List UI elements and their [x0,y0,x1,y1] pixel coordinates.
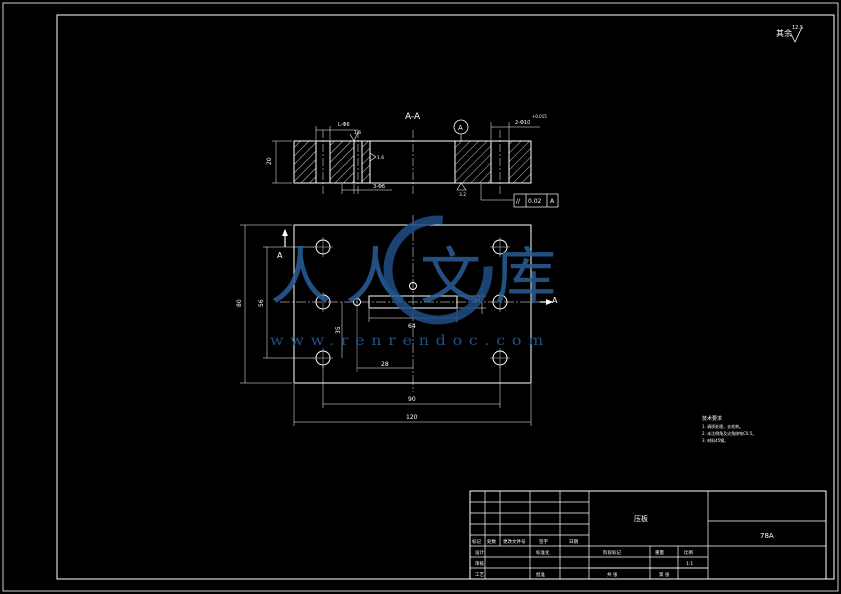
section-left-end [361,140,371,184]
hole [490,348,510,368]
approve-label: 批准 [536,571,545,578]
tolerance-symbol: // [516,198,521,205]
standard-label: 标准化 [536,549,550,556]
title-block [469,490,827,580]
sheet-count: 共 张 [607,571,618,578]
hole [315,292,331,312]
watermark-brand: 人人文库 [270,240,570,313]
inner-frame [56,14,835,580]
section-left-web [329,140,355,184]
stage-label: 阶段标记 [603,549,621,556]
header-change-no: 更改文件号 [503,538,526,545]
section-view: A-A A 20 L-Φ6 1.6 [266,112,559,208]
title-block-text: 压板 78A 标记 处数 更改文件号 签字 日期 设计 标准化 审核 工艺 批准… [472,514,774,578]
dim-outer-height: 80 [236,299,243,307]
scale-value: 1:1 [686,561,693,567]
notes-title: 技术要求 [702,415,722,422]
hole [492,292,508,312]
dim-hole-spacing: 90 [408,396,416,403]
dim-left-top: L-Φ6 [338,122,350,128]
watermark: 人人文库 www.renrendoc.com [270,215,570,349]
rough-bottom: 3.2 [459,192,466,198]
section-title: A-A [405,112,421,122]
note-3: 3. 材料45钢。 [702,437,728,443]
dim-hole-offset: 35 [335,326,342,334]
section-mark-left: A [277,251,283,260]
drawing-no: 78A [760,532,774,540]
dim-inner-height: 56 [258,299,265,307]
dim-slot-length: 64 [408,323,416,330]
process-label: 工艺 [475,572,484,578]
section-right-block [454,140,492,184]
hole [313,237,333,257]
corner-roughness: 其余 12.5 [776,25,803,43]
section-mark-right: A [552,296,558,305]
corner-roughness-value: 12.5 [792,25,803,31]
part-name: 压板 [634,514,648,523]
dim-thickness: 20 [266,157,273,165]
technical-notes: 技术要求 1. 调质处理，去毛刺。 2. 未注倒角及尖角修钝C0.5。 3. 材… [702,415,756,443]
datum-letter: A [458,124,463,132]
note-1: 1. 调质处理，去毛刺。 [702,423,743,429]
header-sign: 签字 [539,538,548,545]
watermark-url: www.renrendoc.com [270,333,550,349]
rough-left: 1.6 [354,130,361,136]
tolerance-frame: // 0.02 A [513,193,559,208]
slot [368,295,458,309]
weight-label: 重量 [655,549,664,556]
design-label: 设计 [475,549,484,556]
review-label: 审核 [475,560,484,567]
dim-right-top: 2-Φ10 [515,120,530,126]
sheet-no: 第 张 [659,571,670,578]
small-hole [353,296,361,372]
section-left-solid [293,140,317,184]
dim-right-top-tol: +0.015 [532,114,547,119]
roughness-symbol-icon [790,26,803,43]
hole [490,237,510,257]
header-count: 处数 [487,538,496,545]
hole [313,348,333,368]
note-2: 2. 未注倒角及尖角修钝C0.5。 [702,430,756,436]
scale-label: 比例 [684,549,693,556]
header-date: 日期 [569,539,578,545]
header-mark: 标记 [472,538,481,545]
dim-left-bottom: 3-Φ6 [373,184,385,190]
dim-overall-width: 120 [406,414,418,421]
small-hole [409,282,417,290]
svg-text:1.6: 1.6 [377,155,384,161]
corner-roughness-label: 其余 [776,28,792,38]
tolerance-datum: A [550,198,555,205]
section-right-end [508,140,532,184]
dim-hole-x: 28 [381,361,389,368]
tolerance-value: 0.02 [528,198,542,205]
watermark-logo-icon [383,215,493,325]
